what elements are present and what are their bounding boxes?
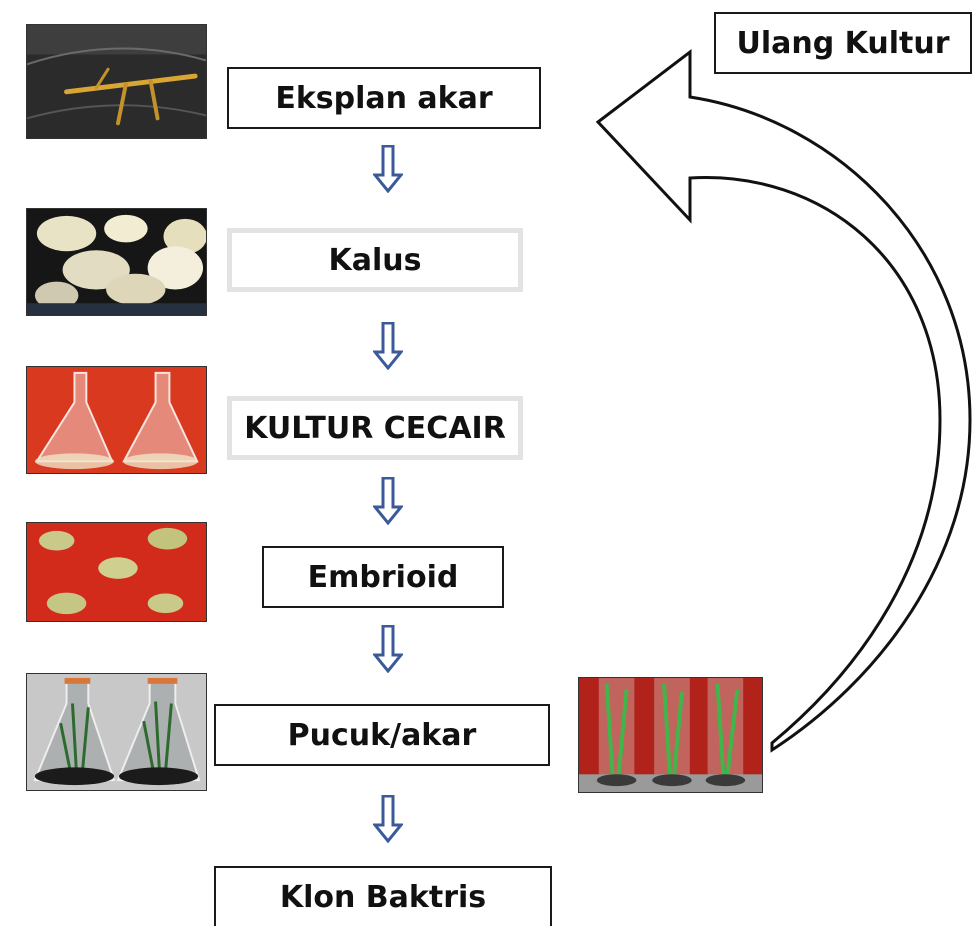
step-liquid-culture: KULTUR CECAIR [227, 396, 523, 460]
root-explant-photo [26, 24, 207, 139]
step-callus: Kalus [227, 228, 523, 292]
shoot-root-photo [26, 673, 207, 791]
step-root-explant: Eksplan akar [227, 67, 541, 129]
rooted-plantlets-photo [578, 677, 763, 793]
liquid-culture-photo [26, 366, 207, 474]
step-bactris-clone: Klon Baktris [214, 866, 552, 926]
flow-arrow-3 [373, 477, 403, 525]
flow-arrow-1 [373, 145, 403, 193]
callus-photo [26, 208, 207, 316]
flow-arrow-5 [373, 795, 403, 843]
repeat-culture-label: Ulang Kultur [714, 12, 972, 74]
step-embryoid: Embrioid [262, 546, 504, 608]
flow-arrow-4 [373, 625, 403, 673]
step-shoot-root: Pucuk/akar [214, 704, 550, 766]
flow-arrow-2 [373, 322, 403, 370]
embryoid-photo [26, 522, 207, 622]
